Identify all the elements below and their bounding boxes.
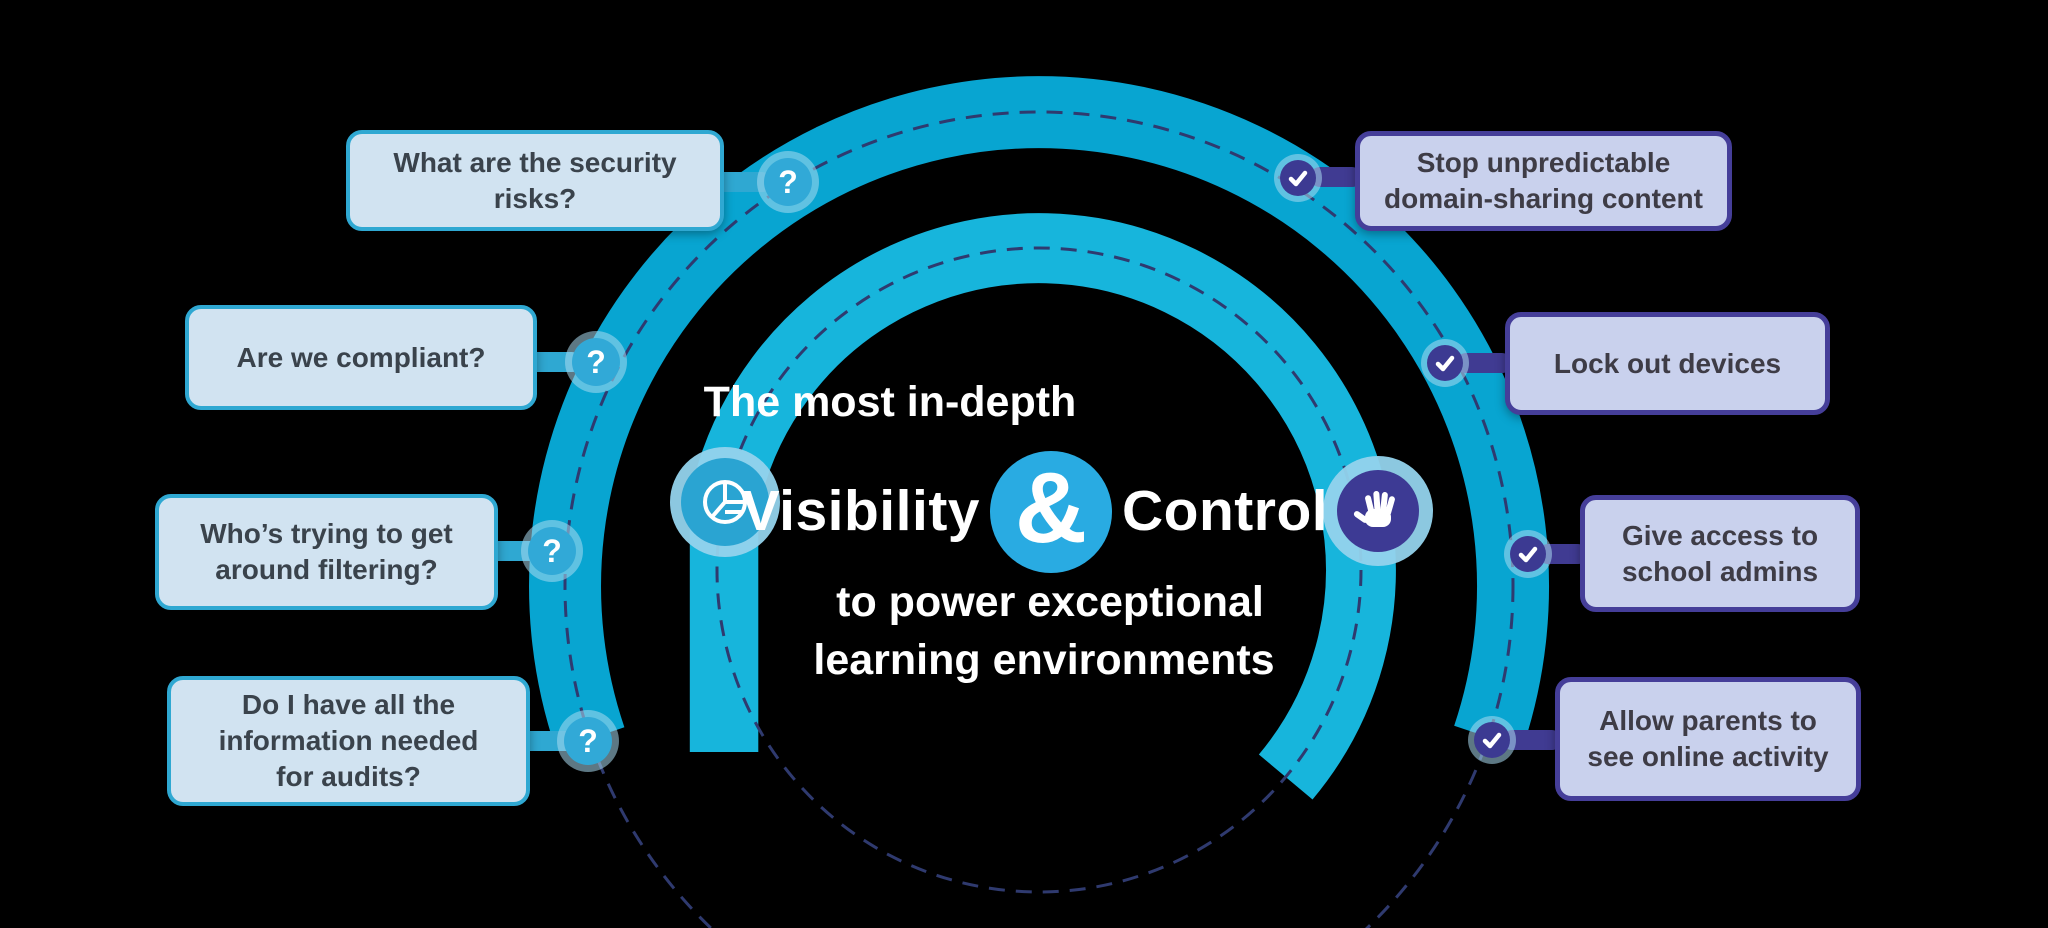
question-marker-2: ? xyxy=(565,331,627,393)
inner-ring-bar-end xyxy=(689,495,759,752)
control-badge xyxy=(1323,456,1433,566)
check-marker-2 xyxy=(1421,339,1469,387)
ampersand-badge: & xyxy=(990,451,1112,573)
question-icon: ? xyxy=(572,338,620,386)
question-bubble-2: Are we compliant? xyxy=(185,305,537,410)
outer-dashed-circle xyxy=(563,110,1515,928)
headline-line3: to power exceptional xyxy=(836,578,1264,626)
question-bubble-3: Who’s trying to get around filtering? xyxy=(155,494,498,610)
inner-dashed-circle xyxy=(715,246,1363,894)
question-icon: ? xyxy=(528,527,576,575)
connector-a4 xyxy=(1502,730,1562,750)
hand-icon xyxy=(1337,470,1419,552)
connector-a1 xyxy=(1310,167,1362,187)
check-marker-1 xyxy=(1274,154,1322,202)
headline-line4: learning environments xyxy=(813,636,1275,684)
answer-bubble-2: Lock out devices xyxy=(1505,312,1830,415)
headline-control: Control xyxy=(1122,479,1329,543)
answer-bubble-3: Give access to school admins xyxy=(1580,495,1860,612)
question-bubble-1: What are the security risks? xyxy=(346,130,724,231)
question-bubble-4: Do I have all the information needed for… xyxy=(167,676,530,806)
question-marker-4: ? xyxy=(557,710,619,772)
check-icon xyxy=(1474,722,1510,758)
check-icon xyxy=(1280,160,1316,196)
check-marker-3 xyxy=(1504,530,1552,578)
connector-a2 xyxy=(1456,353,1512,373)
question-icon: ? xyxy=(564,717,612,765)
check-marker-4 xyxy=(1468,716,1516,764)
pie-chart-icon xyxy=(681,458,769,546)
headline-visibility: Visibility xyxy=(741,479,980,543)
visibility-badge xyxy=(670,447,780,557)
question-marker-1: ? xyxy=(757,151,819,213)
question-icon: ? xyxy=(764,158,812,206)
answer-bubble-4: Allow parents to see online activity xyxy=(1555,677,1861,801)
check-icon xyxy=(1427,345,1463,381)
check-icon xyxy=(1510,536,1546,572)
headline-line1: The most in-depth xyxy=(703,378,1077,426)
question-marker-3: ? xyxy=(521,520,583,582)
answer-bubble-1: Stop unpredictable domain-sharing conten… xyxy=(1355,131,1732,231)
